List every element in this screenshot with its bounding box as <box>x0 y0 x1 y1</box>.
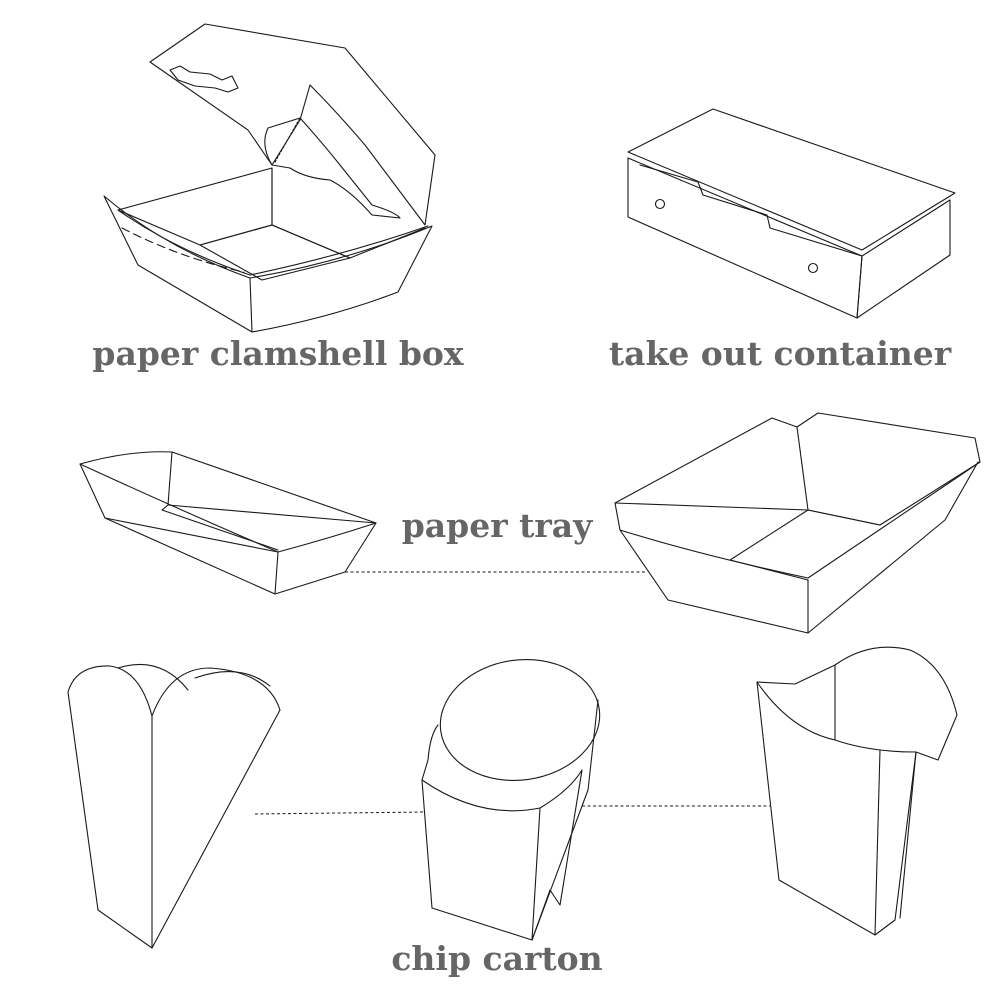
paper-tray-large-drawing <box>614 412 981 634</box>
takeout-container-label: take out container <box>609 334 952 373</box>
chip-carton-left-drawing <box>67 663 281 949</box>
clamshell-box-drawing <box>103 23 436 333</box>
paper-tray-small-drawing <box>79 451 377 595</box>
chip-carton-middle-drawing <box>421 658 601 941</box>
chip-carton-label: chip carton <box>391 939 602 978</box>
chip-connector-left <box>254 811 426 815</box>
takeout-container-drawing <box>627 108 956 319</box>
clamshell-box-label: paper clamshell box <box>92 334 464 373</box>
chip-carton-right-drawing <box>756 646 958 936</box>
paper-tray-label: paper tray <box>402 506 593 545</box>
